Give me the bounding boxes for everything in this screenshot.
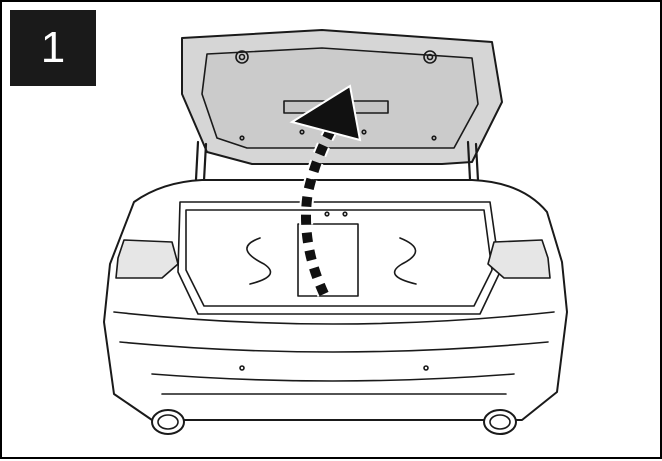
trunk-opening [178,202,500,314]
left-tail-light [116,240,178,278]
left-exhaust-icon [152,410,184,434]
right-tail-light [488,240,550,278]
step-number-badge: 1 [10,10,96,86]
step-number: 1 [41,23,65,72]
right-exhaust-icon [484,410,516,434]
